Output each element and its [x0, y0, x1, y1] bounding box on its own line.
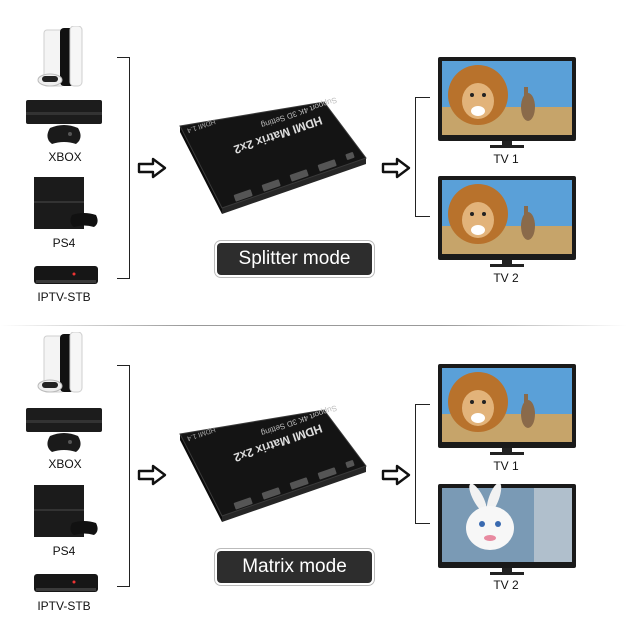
- mode-label-matrix: Matrix mode: [217, 551, 372, 583]
- tv-display-1: [438, 57, 576, 148]
- tv-label-2: TV 2: [493, 271, 519, 285]
- ps4-console-icon: [34, 177, 98, 229]
- source-label-ps4: PS4: [52, 236, 76, 250]
- tv-label-1: TV 1: [493, 152, 519, 166]
- tv-label-2: TV 2: [493, 578, 519, 592]
- tv-display-2: [438, 484, 576, 575]
- source-label-ps4: PS4: [52, 544, 76, 558]
- sources-bracket: [117, 365, 130, 587]
- source-label-xbox: XBOX: [48, 457, 82, 471]
- mode-label-splitter: Splitter mode: [217, 243, 372, 275]
- displays-bracket: [415, 404, 430, 524]
- xbox-console-icon: [26, 100, 102, 144]
- ps5-console-icon: [37, 332, 83, 393]
- iptv-stb-icon: [34, 266, 98, 284]
- hdmi-matrix-device: [179, 101, 367, 214]
- source-label-xbox: XBOX: [48, 150, 82, 164]
- tv-display-1: [438, 364, 576, 455]
- tv-label-1: TV 1: [493, 459, 519, 473]
- source-label-iptv-stb: IPTV-STB: [37, 290, 91, 304]
- ps4-console-icon: [34, 485, 98, 537]
- ps5-console-icon: [37, 26, 83, 87]
- source-label-iptv-stb: IPTV-STB: [37, 599, 91, 613]
- arrow-right-icon: [381, 157, 411, 179]
- arrow-right-icon: [381, 464, 411, 486]
- hdmi-matrix-device: [179, 409, 367, 522]
- displays-bracket: [415, 97, 430, 217]
- section-divider: [0, 325, 627, 326]
- arrow-right-icon: [137, 157, 167, 179]
- sources-bracket: [117, 57, 130, 279]
- iptv-stb-icon: [34, 574, 98, 592]
- arrow-right-icon: [137, 464, 167, 486]
- tv-display-2: [438, 176, 576, 267]
- xbox-console-icon: [26, 408, 102, 452]
